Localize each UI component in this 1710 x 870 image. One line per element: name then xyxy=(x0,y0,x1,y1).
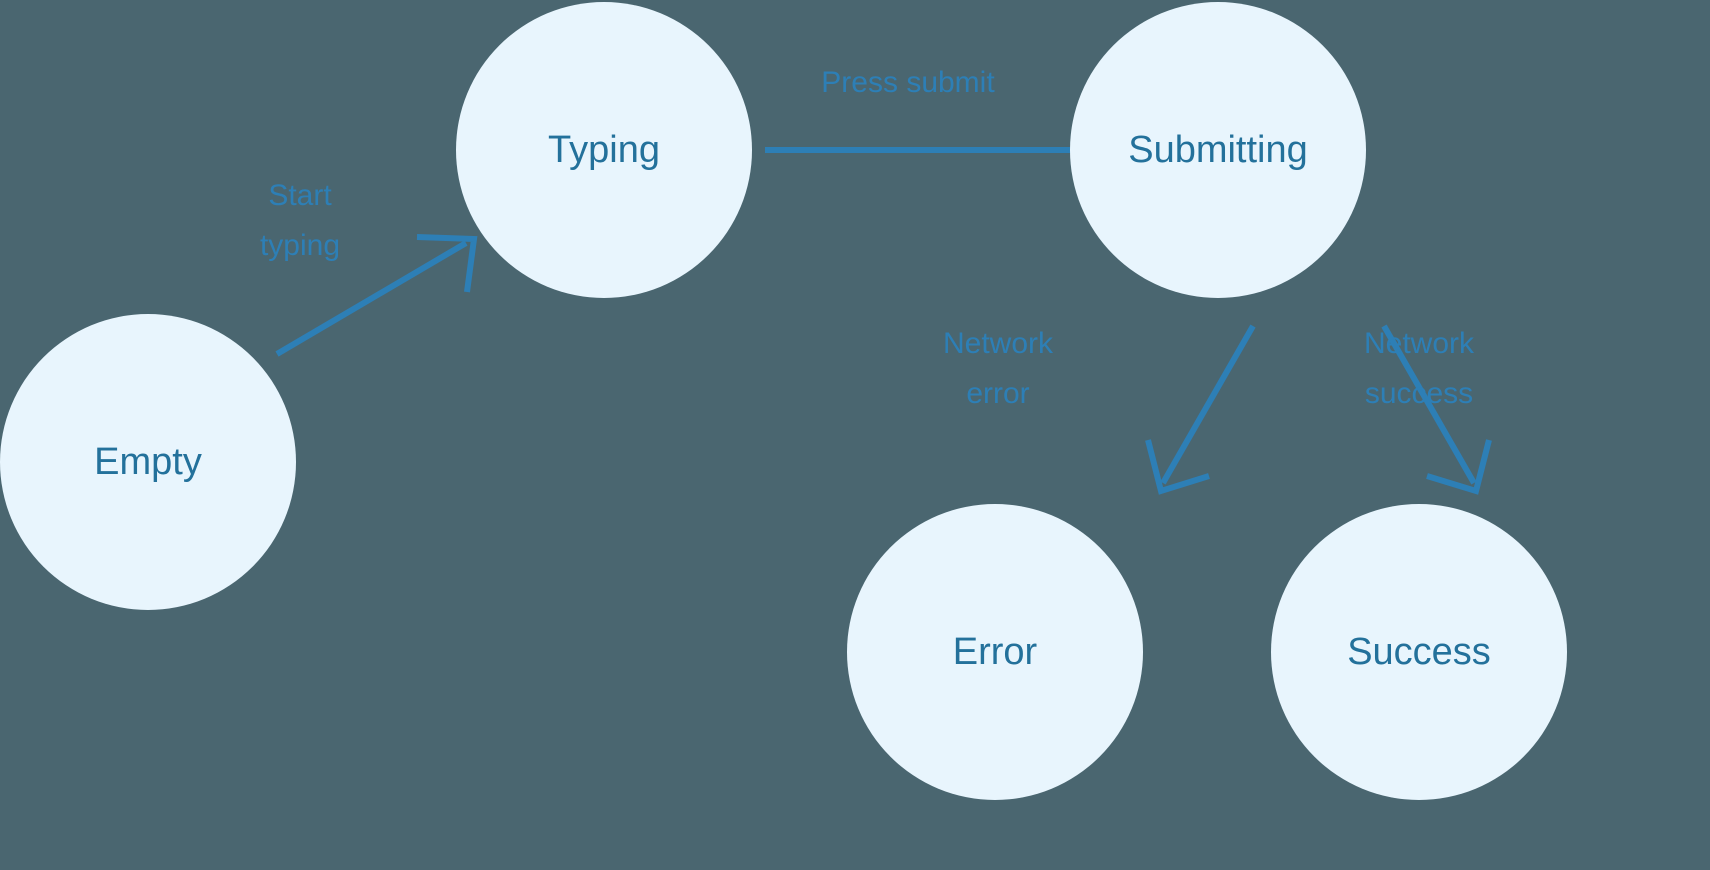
edge-label-start-typing-line2: typing xyxy=(260,229,340,262)
state-node-success[interactable]: Success xyxy=(1271,504,1567,800)
edge-label-network-error-line1: Network xyxy=(943,327,1054,360)
edge-label-start-typing: Start typing xyxy=(260,179,340,262)
edge-label-network-error: Network error xyxy=(943,327,1054,410)
edge-submitting-to-success-arrowhead xyxy=(1426,439,1492,495)
edge-submitting-to-error xyxy=(1145,324,1256,495)
state-node-submitting-circle[interactable] xyxy=(1070,2,1366,298)
state-node-empty[interactable]: Empty xyxy=(0,314,296,610)
edge-label-network-success-line1: Network xyxy=(1364,327,1475,360)
state-node-error-circle[interactable] xyxy=(847,504,1143,800)
edge-label-network-error-line2: error xyxy=(966,377,1029,410)
state-node-error[interactable]: Error xyxy=(847,504,1143,800)
state-node-typing-circle[interactable] xyxy=(456,2,752,298)
state-node-empty-label: Empty xyxy=(94,441,202,483)
edge-label-start-typing-line1: Start xyxy=(268,179,332,212)
state-node-typing[interactable]: Typing xyxy=(456,2,752,298)
edge-empty-to-typing-line xyxy=(275,240,468,357)
edge-label-network-success: Network success xyxy=(1364,327,1475,410)
state-node-success-label: Success xyxy=(1347,631,1491,673)
edge-submitting-to-error-line xyxy=(1160,324,1256,485)
state-node-submitting-label: Submitting xyxy=(1128,129,1308,171)
edge-submitting-to-error-arrowhead xyxy=(1145,439,1210,495)
edge-submitting-to-success-line xyxy=(1381,324,1477,485)
state-node-submitting[interactable]: Submitting xyxy=(1070,2,1366,298)
state-node-success-circle[interactable] xyxy=(1271,504,1567,800)
edge-empty-to-typing-arrowhead xyxy=(416,234,478,293)
edge-submitting-to-success xyxy=(1381,324,1492,495)
edge-label-network-success-line2: success xyxy=(1365,377,1473,410)
state-node-empty-circle[interactable] xyxy=(0,314,296,610)
edge-label-press-submit-line1: Press submit xyxy=(821,66,995,99)
state-node-typing-label: Typing xyxy=(548,129,660,171)
state-node-error-label: Error xyxy=(953,631,1038,673)
edge-label-press-submit: Press submit xyxy=(821,66,995,99)
edge-empty-to-typing xyxy=(275,234,478,357)
